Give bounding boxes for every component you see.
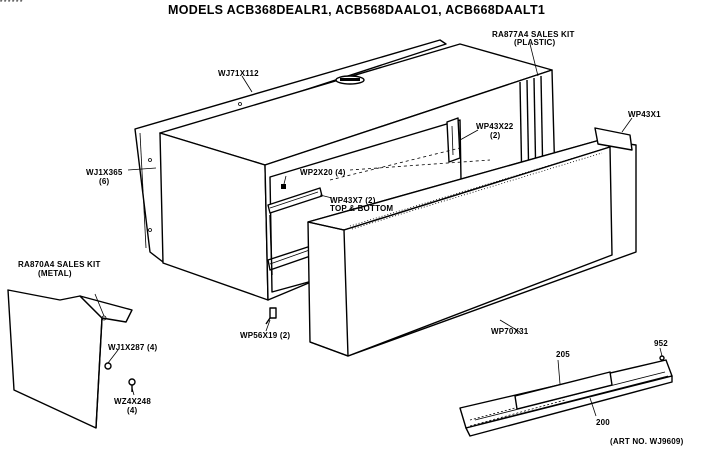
label-wp43x7-line2: TOP & BOTTOM — [330, 204, 394, 213]
label-ra877a4-line1: RA877A4 SALES KIT — [492, 30, 575, 39]
label-wp43x7-line1: WP43X7 (2) — [330, 196, 376, 205]
label-wj1x287: WJ1X287 (4) — [108, 343, 158, 352]
label-wj71x112: WJ71X112 — [218, 69, 259, 78]
clip-wp56x19 — [265, 307, 277, 325]
screw-wz4x248 — [128, 378, 136, 392]
front-panel — [307, 127, 637, 357]
label-205: 205 — [556, 350, 570, 359]
label-wp2x20: WP2X20 (4) — [300, 168, 346, 177]
label-wp43x22-line1: WP43X22 — [476, 122, 514, 131]
label-ra877a4-line2: (PLASTIC) — [514, 38, 556, 47]
label-952: 952 — [654, 339, 668, 348]
label-wz4x248-line1: WZ4X248 — [114, 397, 151, 406]
label-wj1x365-line1: WJ1X365 — [86, 168, 123, 177]
screw-952 — [659, 355, 665, 361]
diagram-title: MODELS ACB368DEALR1, ACB568DAALO1, ACB66… — [168, 3, 546, 17]
grille-assembly — [459, 359, 673, 437]
label-wp56x19: WP56X19 (2) — [240, 331, 291, 340]
label-wp70x31: WP70X31 — [491, 327, 529, 336]
label-art-no: (ART NO. WJ9609) — [610, 437, 684, 446]
metal-side-kit — [7, 289, 133, 429]
leader-lines — [94, 43, 663, 417]
label-ra870a4-line1: RA870A4 SALES KIT — [18, 260, 101, 269]
screw-wj1x287 — [104, 362, 112, 370]
label-ra870a4-line2: (METAL) — [38, 269, 72, 278]
corner-text: * * * * * * — [0, 0, 23, 6]
label-wz4x248-line2: (4) — [127, 406, 138, 415]
label-wp43x22-line2: (2) — [490, 131, 501, 140]
label-wj1x365-line2: (6) — [99, 177, 110, 186]
label-wp43x1: WP43X1 — [628, 110, 661, 119]
label-200: 200 — [596, 418, 610, 427]
